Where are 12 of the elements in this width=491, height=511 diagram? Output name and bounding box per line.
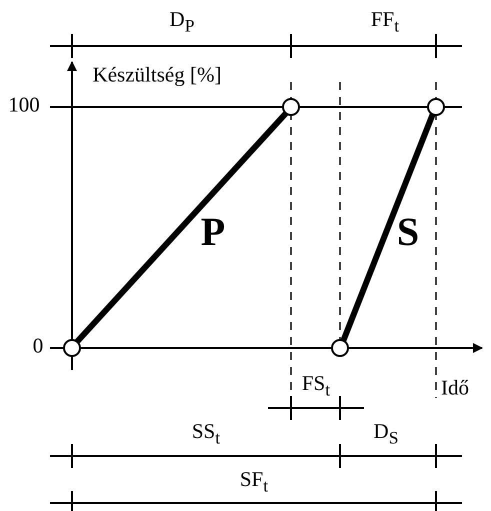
activity-label: P — [200, 212, 226, 252]
tick-label: 0 — [32, 336, 44, 356]
dimension-label: FS$_{t}$ — [302, 373, 330, 399]
dimension-label: SF$_{t}$ — [240, 469, 268, 495]
axis-title: Idő — [441, 378, 469, 398]
tick-label: 100 — [8, 94, 40, 116]
dimension-label: SS$_{t}$ — [192, 421, 220, 447]
dimension-label: D$_{S}$ — [374, 421, 398, 447]
axis-title: Készültség [%] — [92, 64, 222, 86]
activity-label: S — [396, 212, 420, 252]
dimension-label: FF$_{t}$ — [370, 9, 400, 35]
dimension-label: D$_{P}$ — [170, 9, 194, 35]
